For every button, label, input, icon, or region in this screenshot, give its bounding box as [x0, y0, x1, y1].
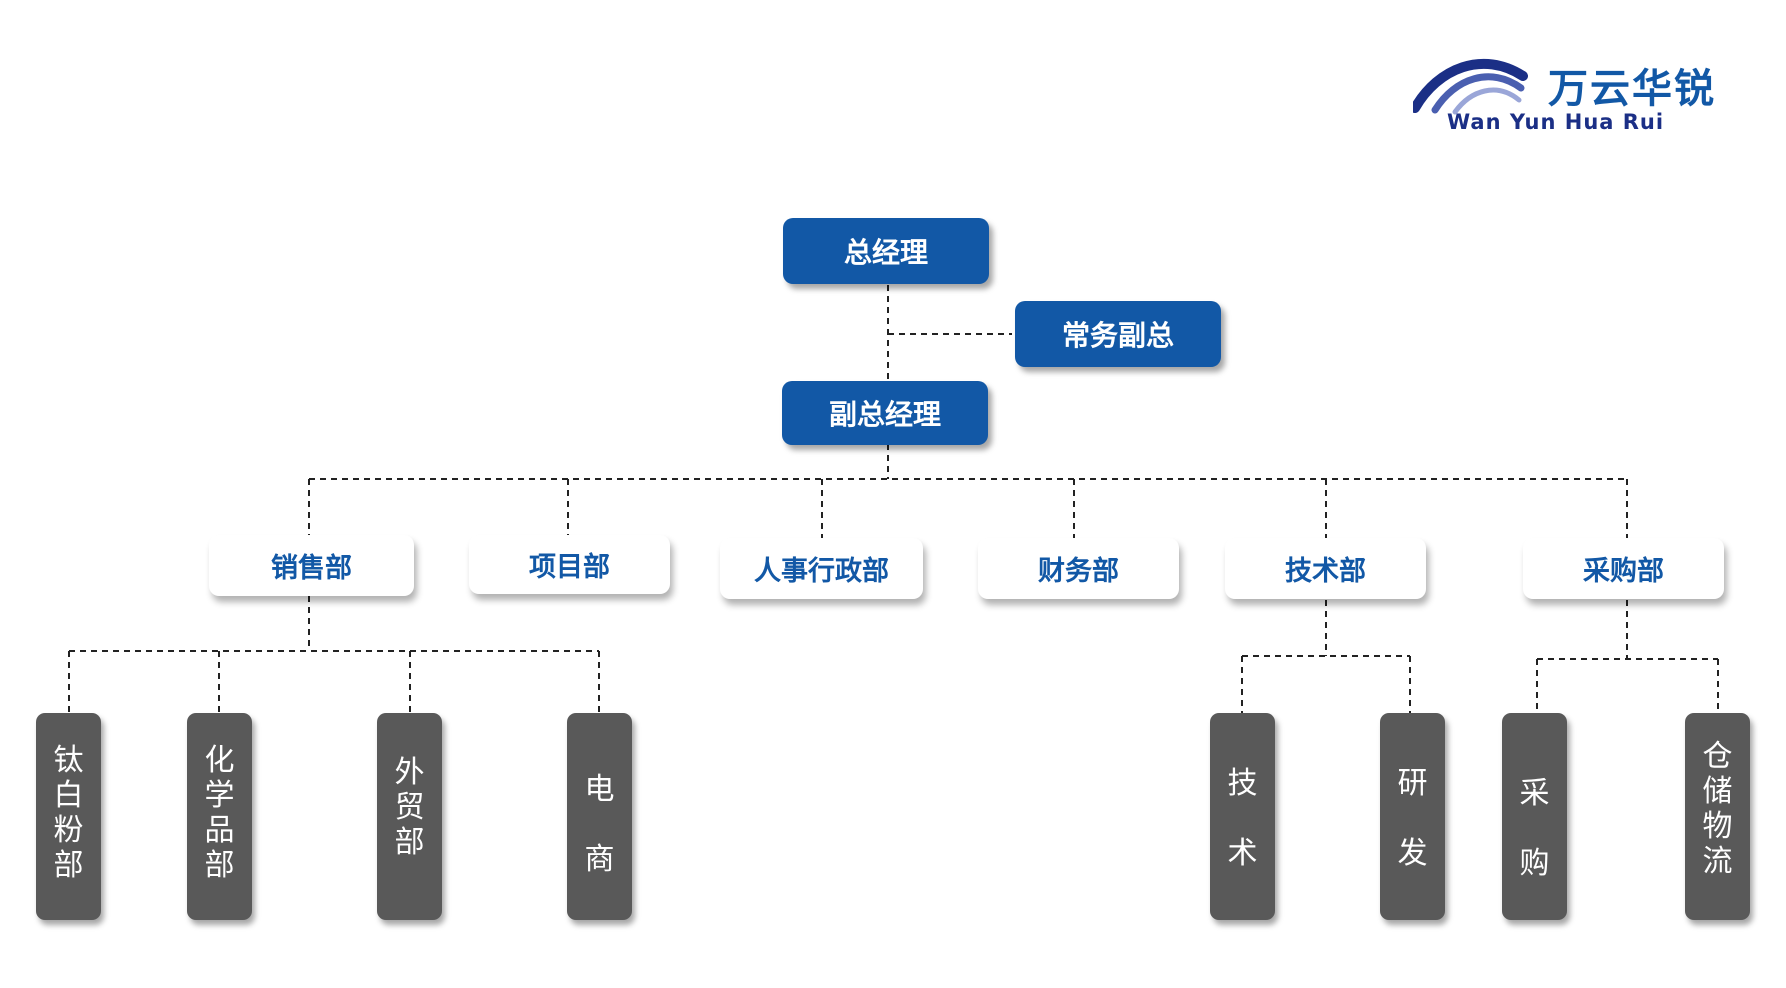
unit-label: 仓储物流: [1702, 739, 1733, 879]
logo-name: 万云华锐: [1548, 66, 1716, 112]
dept-purchase: 采购部: [1523, 538, 1724, 599]
node-deputy-gm: 副总经理: [782, 381, 988, 445]
unit-chemicals: 化学品部: [187, 713, 252, 920]
dept-finance: 财务部: [978, 538, 1179, 599]
unit-label: 研发: [1397, 766, 1428, 871]
unit-label: 电商: [584, 772, 615, 877]
dept-hr-admin: 人事行政部: [720, 538, 923, 599]
dept-tech: 技术部: [1225, 538, 1426, 599]
unit-rnd: 研发: [1380, 713, 1445, 920]
unit-foreign-trade: 外贸部: [377, 713, 442, 920]
unit-technology: 技术: [1210, 713, 1275, 920]
connector-tech-units: [1241, 655, 1411, 713]
unit-label: 采购: [1519, 776, 1550, 881]
unit-titanium-dioxide: 钛白粉部: [36, 713, 101, 920]
logo-arc-icon: [1413, 58, 1528, 115]
connector-sales-units: [68, 650, 600, 713]
dept-sales: 销售部: [209, 535, 414, 596]
unit-label: 技术: [1227, 766, 1258, 871]
unit-ecommerce: 电商: [567, 713, 632, 920]
node-executive-vp: 常务副总: [1015, 301, 1221, 367]
unit-procurement: 采购: [1502, 713, 1567, 920]
node-general-manager: 总经理: [783, 218, 989, 284]
unit-label: 外贸部: [394, 755, 425, 860]
connector-purchase-units: [1536, 658, 1719, 713]
unit-warehouse-logistics: 仓储物流: [1685, 713, 1750, 920]
unit-label: 钛白粉部: [53, 743, 84, 883]
logo-subtitle: Wan Yun Hua Rui: [1447, 110, 1665, 134]
unit-label: 化学品部: [204, 743, 235, 883]
dept-project: 项目部: [469, 535, 670, 594]
